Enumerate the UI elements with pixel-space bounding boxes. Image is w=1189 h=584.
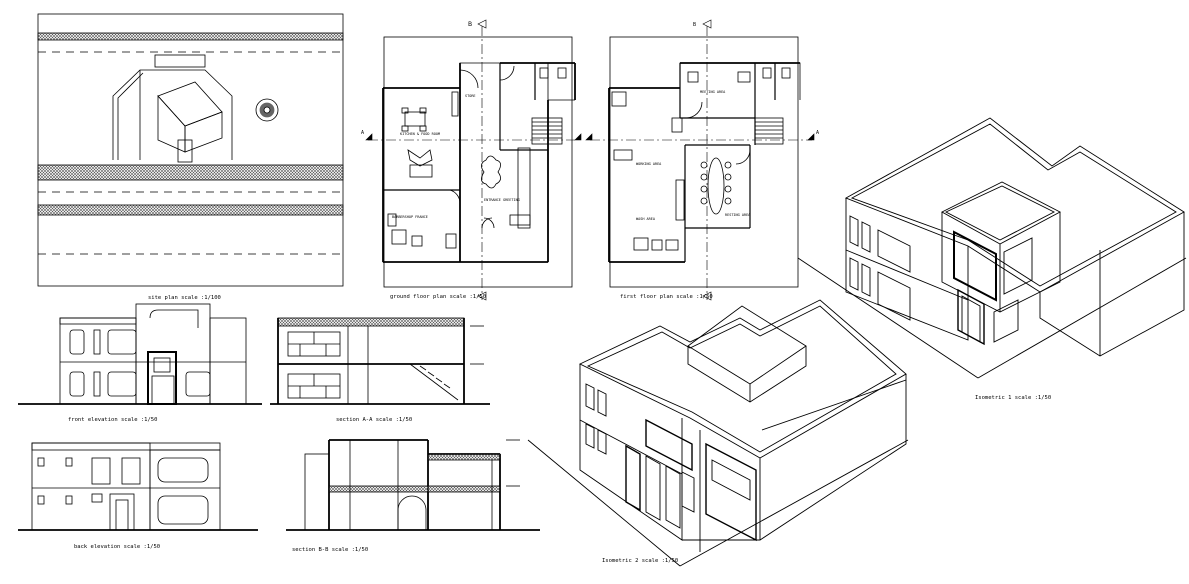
isometric-2	[527, 299, 909, 567]
first-floor-caption: first floor plan scale :1/50	[620, 294, 713, 300]
section-marker-b-bottom: B	[693, 22, 696, 28]
section-aa-caption: section A-A scale :1/50	[336, 417, 412, 423]
room-resting: RESTING AREA	[725, 213, 751, 217]
site-plan-caption: site plan scale :1/100	[148, 295, 221, 301]
isometric-1-caption: Isometric 1 scale :1/50	[975, 395, 1051, 401]
section-marker-b-top: B	[468, 21, 472, 28]
back-elevation	[18, 442, 258, 531]
ground-floor-caption: ground floor plan scale :1/50	[390, 294, 486, 300]
isometric-1	[797, 117, 1187, 379]
site-plan	[37, 13, 344, 287]
section-bb-caption: section B-B scale :1/50	[292, 547, 368, 553]
front-elevation	[18, 303, 262, 405]
section-a-a	[270, 317, 490, 405]
room-barbershop: BARBERSHOP FRANCE	[392, 215, 428, 219]
room-working: WORKING AREA	[636, 162, 662, 166]
ground-floor-plan	[382, 36, 576, 288]
room-store: STORE	[465, 94, 476, 98]
room-wash: WASH AREA	[636, 217, 656, 221]
front-elevation-caption: front elevation scale :1/50	[68, 417, 157, 423]
back-elevation-caption: back elevation scale :1/50	[74, 544, 160, 550]
room-entrance: ENTRANCE GREETING	[484, 198, 520, 202]
section-b-b	[286, 439, 540, 531]
section-marker-a-left: A	[361, 130, 364, 136]
first-floor-plan	[608, 36, 801, 288]
section-marker-a-right: A	[816, 130, 819, 136]
first-floor-axes	[585, 19, 815, 301]
room-meeting: MEETING AREA	[700, 90, 726, 94]
ground-floor-axes	[365, 19, 582, 301]
room-kitchen: KITCHEN & FOOD ROOM	[400, 132, 440, 136]
isometric-2-caption: Isometric 2 scale :1/50	[602, 558, 678, 564]
